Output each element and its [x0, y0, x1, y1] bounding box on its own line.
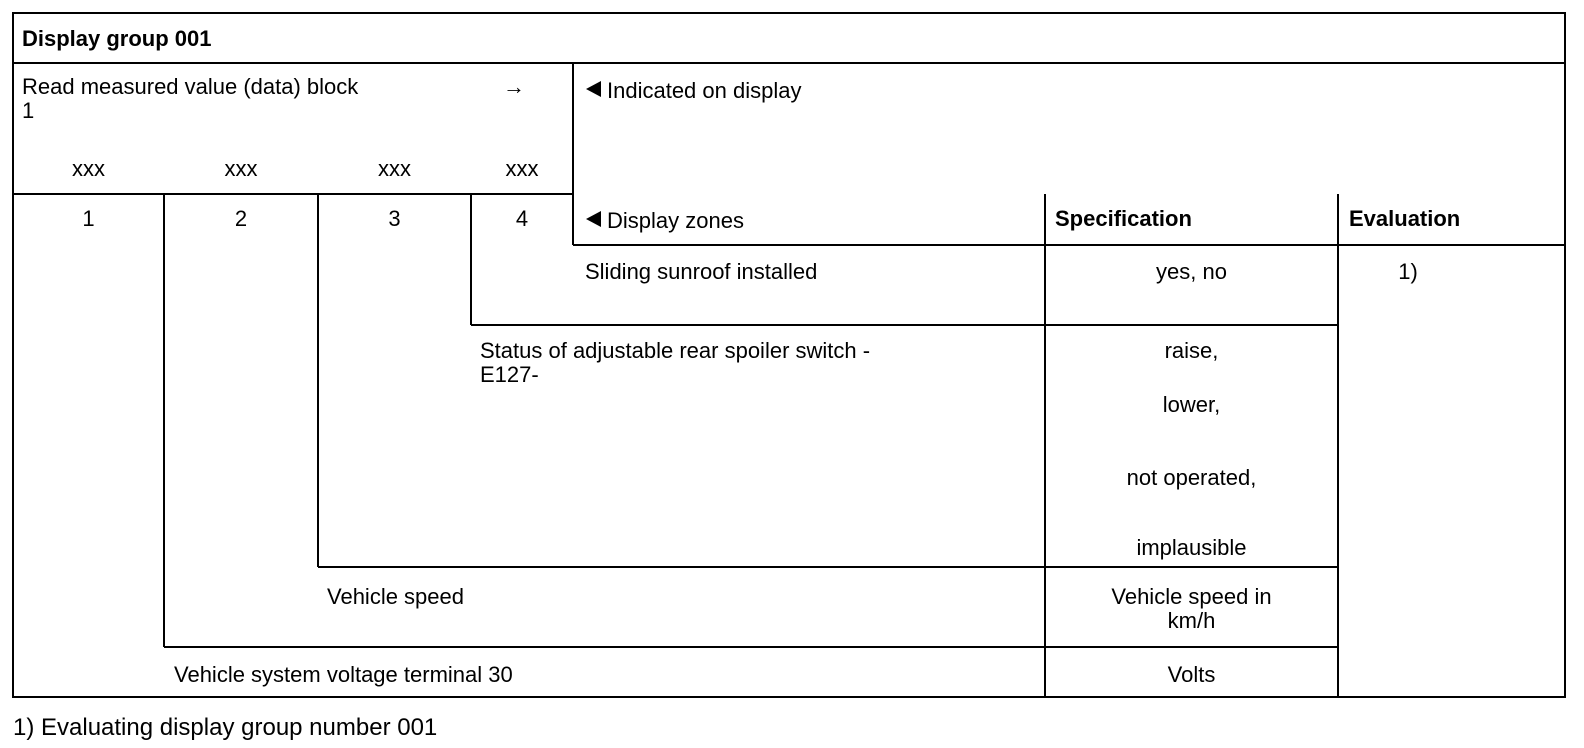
row-speed-name: Vehicle speed	[327, 584, 464, 609]
left-triangle-icon	[586, 211, 601, 227]
row-speed-spec-line1: Vehicle speed in	[1111, 584, 1272, 609]
placeholder-4: xxx	[505, 156, 539, 181]
display-zones: Display zones	[586, 208, 744, 234]
row-voltage-name: Vehicle system voltage terminal 30	[174, 662, 513, 687]
zone-number-4: 4	[515, 206, 529, 231]
placeholder-3: xxx	[378, 156, 411, 181]
block-label: Read measured value (data) block	[22, 74, 359, 99]
row-spoiler-name-line2: E127-	[480, 362, 539, 387]
specification-header: Specification	[1055, 206, 1192, 231]
block-number: 1	[22, 98, 35, 123]
footnote: 1) Evaluating display group number 001	[13, 714, 438, 741]
table-title: Display group 001	[22, 26, 212, 51]
row-spoiler-spec-1: raise,	[1164, 338, 1219, 363]
indicated-label: Indicated on display	[607, 78, 802, 103]
zones-label: Display zones	[607, 208, 744, 233]
row-speed-spec-line2: km/h	[1167, 608, 1216, 633]
placeholder-1: xxx	[72, 156, 105, 181]
row-spoiler-name-line1: Status of adjustable rear spoiler switch…	[480, 338, 871, 363]
row-sunroof-spec: yes, no	[1156, 259, 1227, 284]
placeholder-2: xxx	[224, 156, 258, 181]
row-voltage-spec: Volts	[1167, 662, 1216, 687]
zone-number-2: 2	[234, 206, 248, 231]
evaluation-header: Evaluation	[1349, 206, 1461, 231]
evaluation-footnote-ref: 1)	[1398, 259, 1418, 284]
row-spoiler-spec-3: not operated,	[1126, 465, 1257, 490]
left-triangle-icon	[586, 81, 601, 97]
indicated-on-display: Indicated on display	[586, 78, 801, 104]
zone-number-3: 3	[388, 206, 401, 231]
zone-number-1: 1	[82, 206, 95, 231]
block-arrow: →	[503, 74, 525, 99]
row-sunroof-name: Sliding sunroof installed	[585, 259, 818, 284]
row-spoiler-spec-2: lower,	[1162, 392, 1221, 417]
row-spoiler-spec-4: implausible	[1136, 535, 1247, 560]
